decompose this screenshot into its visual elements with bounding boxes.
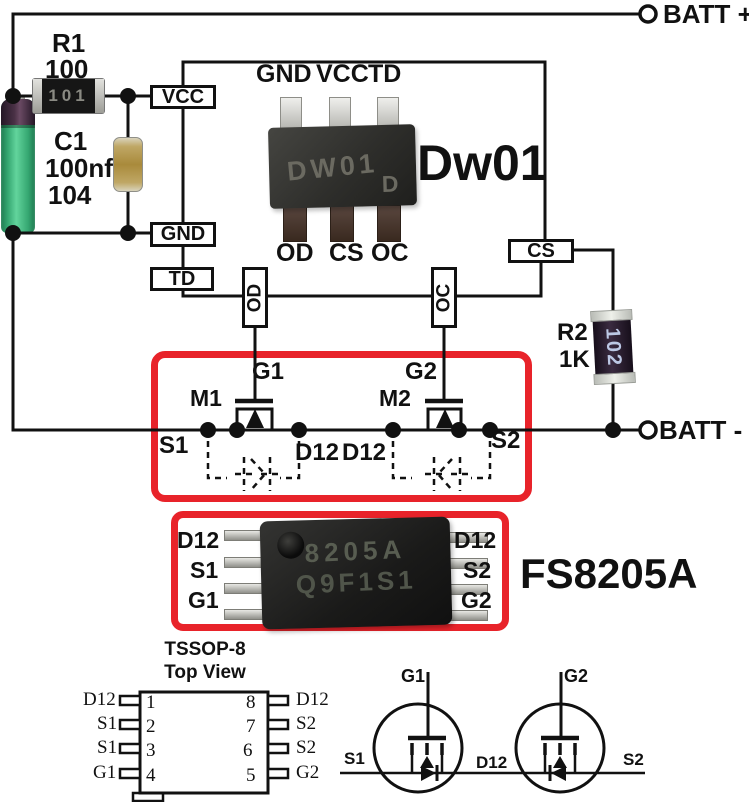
- c1-value-label: 100nf: [45, 153, 113, 183]
- dw01-top-pin-td: TD: [368, 60, 402, 88]
- pinout-num-4: 4: [146, 765, 156, 786]
- pinout-left-label-2: S1: [97, 713, 118, 734]
- d12-left-label: D12: [295, 439, 340, 466]
- r2-value-label: 1K: [559, 346, 590, 373]
- gnd-pin-box: GND: [150, 222, 216, 247]
- r2-resistor-photo: 102: [590, 308, 636, 386]
- dw01-big-label: Dw01: [417, 135, 548, 191]
- pinout-left-label-1: D12: [83, 689, 116, 710]
- g1-label: G1: [252, 358, 285, 385]
- fs8205a-big-label: FS8205A: [520, 550, 698, 597]
- pinout-right-label-8: D12: [296, 689, 329, 710]
- pinout-num-3: 3: [146, 740, 156, 761]
- dw01-pin: [280, 97, 302, 130]
- fs8205a-pin: [224, 583, 264, 594]
- pinout-num-6: 6: [243, 740, 253, 761]
- fs8205a-left-pin-s1: S1: [190, 557, 219, 583]
- pinout-num-1: 1: [146, 692, 156, 713]
- fs8205a-left-pin-g1: G1: [188, 587, 219, 613]
- pinout-num-2: 2: [146, 716, 156, 737]
- r1-marking: 101: [48, 86, 89, 105]
- pinout-left-label-4: G1: [93, 762, 117, 783]
- oc-pin-box: OC: [431, 267, 457, 328]
- td-pin-box: TD: [150, 267, 214, 291]
- tr-d12-label: D12: [476, 753, 508, 772]
- fs8205a-ic-photo: 8205A Q9F1S1: [259, 516, 453, 630]
- fs8205a-pin: [224, 530, 264, 541]
- pinout-right-label-5: G2: [296, 762, 320, 783]
- dw01-bottom-pin-cs: CS: [329, 239, 364, 267]
- fs8205a-right-pin-d12: D12: [454, 527, 497, 553]
- gnd-pin-label: GND: [160, 223, 206, 245]
- s2-label: S2: [491, 427, 521, 454]
- c1-capacitor-photo: [113, 137, 143, 192]
- td-pin-label: TD: [168, 267, 196, 290]
- d12-right-label: D12: [342, 439, 387, 466]
- r2-ref-label: R2: [557, 319, 588, 346]
- vcc-pin-box: VCC: [150, 85, 216, 109]
- oc-pin-label: OC: [433, 283, 454, 312]
- pinout-subtitle: Top View: [164, 662, 246, 683]
- c1-code-label: 104: [48, 180, 92, 210]
- fs8205a-pin: [224, 557, 264, 568]
- pinout-right-label-7: S2: [296, 713, 317, 734]
- tr-g1-label: G1: [401, 666, 426, 686]
- dw01-top-pin-gnd: GND: [256, 60, 312, 88]
- dw01-marking: DW01: [285, 147, 380, 187]
- dw01-pin: [283, 205, 307, 242]
- q1-symbol: [408, 672, 446, 781]
- battery-ring: [1, 125, 35, 128]
- fs8205a-pin: [224, 609, 264, 620]
- r1-value-label: 100: [45, 54, 89, 84]
- tr-s2-label: S2: [623, 750, 644, 769]
- batt-minus-label: BATT -: [659, 415, 743, 445]
- pinout-left-label-3: S1: [97, 737, 118, 758]
- dw01-pin: [330, 205, 354, 242]
- dw01-bottom-pin-od: OD: [276, 239, 314, 267]
- pinout-num-8: 8: [246, 692, 256, 713]
- q2-symbol: [541, 672, 579, 781]
- r2-end-cap: [590, 308, 633, 323]
- c1-ref-label: C1: [54, 126, 88, 156]
- battery-top-wrap: [1, 99, 35, 125]
- dw01-pin: [377, 205, 401, 242]
- r1-ref-label: R1: [52, 28, 86, 58]
- dw01-bottom-pin-oc: OC: [371, 239, 409, 267]
- fs8205a-right-pin-g2: G2: [461, 587, 492, 613]
- fs8205a-highlight-box: [171, 511, 509, 631]
- g2-label: G2: [405, 358, 438, 385]
- battery-18650-photo: [1, 95, 35, 233]
- tr-s1-label: S1: [344, 749, 365, 768]
- vcc-pin-label: VCC: [161, 85, 205, 108]
- pinout-right-label-6: S2: [296, 737, 317, 758]
- pinout-num-5: 5: [246, 765, 256, 786]
- fs8205a-left-pin-d12: D12: [177, 527, 220, 553]
- transistor-circles-diagram: [340, 672, 645, 794]
- tr-g2-label: G2: [564, 666, 589, 686]
- dw01-marking-suffix: D: [381, 170, 399, 197]
- batt-minus-terminal-icon: [638, 420, 658, 440]
- r2-end-cap: [593, 371, 636, 386]
- mosfet-module-highlight-box: [151, 351, 532, 502]
- dw01-ic-photo: DW01 D: [267, 124, 418, 209]
- m2-label: M2: [379, 385, 411, 411]
- cs-pin-box: CS: [508, 239, 574, 263]
- r2-marking: 102: [601, 326, 626, 368]
- dw01-top-pin-vcc: VCC: [316, 60, 369, 88]
- batt-plus-label: BATT +: [663, 0, 749, 29]
- fs8205a-right-pin-s2: S2: [463, 557, 492, 583]
- batt-plus-terminal-icon: [638, 4, 658, 24]
- m1-label: M1: [190, 385, 222, 411]
- s1-label: S1: [159, 432, 189, 459]
- r1-resistor-photo: 101: [33, 79, 104, 113]
- r2-body: 102: [592, 319, 634, 375]
- cs-pin-label: CS: [527, 239, 555, 262]
- od-pin-label: OD: [244, 283, 265, 312]
- od-pin-box: OD: [242, 267, 268, 328]
- pinout-num-7: 7: [246, 716, 256, 737]
- r1-end-cap: [95, 79, 104, 113]
- pinout-title: TSSOP-8: [164, 639, 246, 660]
- r1-end-cap: [33, 79, 42, 113]
